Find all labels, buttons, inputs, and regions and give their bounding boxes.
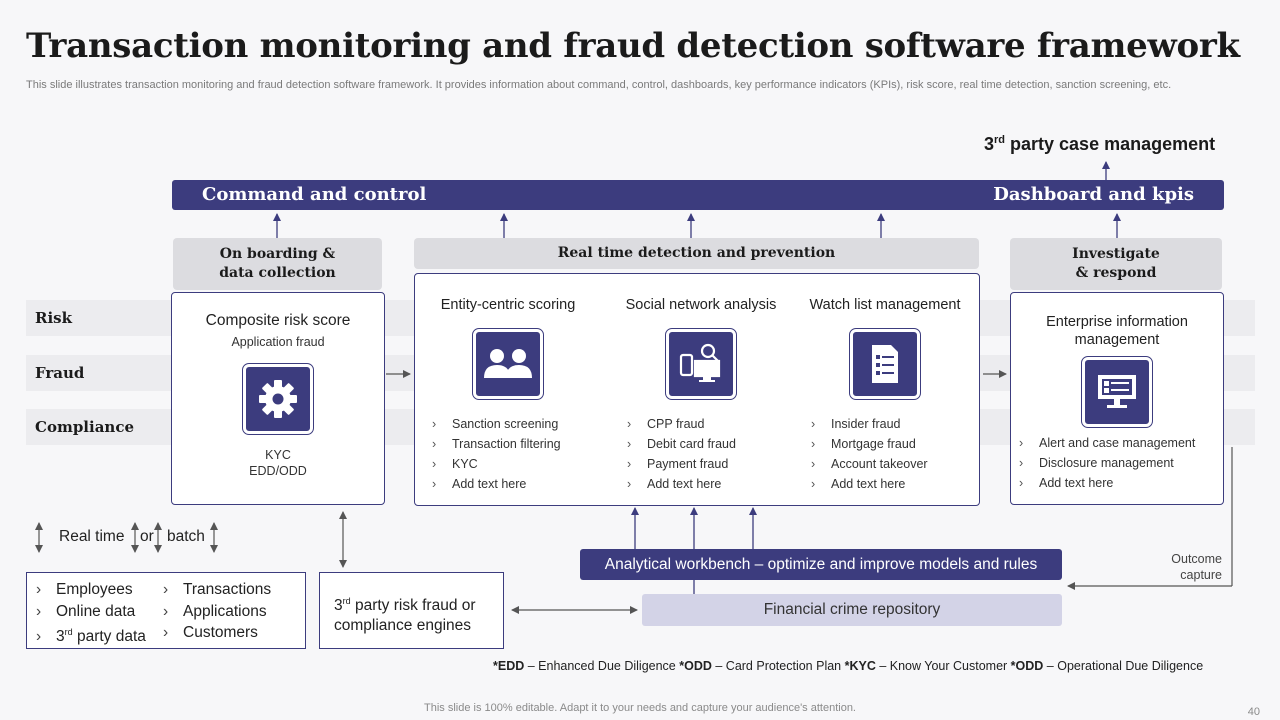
devices-search-icon	[665, 328, 737, 400]
list-item: Add text here	[627, 474, 736, 494]
dashboard-kpis-label: Dashboard and kpis	[993, 184, 1194, 205]
kyc-label: KYC	[265, 448, 291, 462]
source-sup: rd	[64, 627, 73, 637]
or-label: or	[140, 528, 154, 545]
realtime-header: Real time detection and prevention	[414, 238, 979, 269]
list-item: Employees	[36, 579, 146, 601]
case-sup: rd	[994, 134, 1006, 146]
list-item: Payment fraud	[627, 454, 736, 474]
footnote-term: *ODD	[679, 659, 712, 673]
footnote-def: – Enhanced Due Diligence	[524, 659, 680, 673]
investigate-panel: Enterprise information management Alert …	[1010, 292, 1224, 505]
risk-engines-prefix: 3	[334, 597, 343, 615]
social-network-title: Social network analysis	[625, 297, 777, 313]
list-item: Add text here	[1019, 473, 1195, 493]
watch-list-title: Watch list management	[809, 297, 961, 313]
case-text: party case management	[1005, 134, 1216, 154]
band-label-risk: Risk	[35, 309, 73, 327]
list-item: Account takeover	[811, 454, 928, 474]
list-item: Alert and case management	[1019, 433, 1195, 453]
list-item: Applications	[163, 601, 271, 623]
list-item: Add text here	[432, 474, 561, 494]
risk-engines-line2: compliance engines	[334, 617, 472, 635]
list-item: Transactions	[163, 579, 271, 601]
onboarding-header-line1: On boarding &	[219, 246, 336, 262]
risk-engines-box: 3rd party risk fraud or compliance engin…	[319, 572, 504, 649]
list-item: Online data	[36, 601, 146, 623]
list-item: Customers	[163, 622, 271, 644]
footnote-def: – Card Protection Plan	[711, 659, 845, 673]
entity-centric-title: Entity-centric scoring	[440, 297, 576, 313]
data-sources-col2: Transactions Applications Customers	[163, 579, 271, 644]
monitor-dashboard-icon	[1081, 356, 1153, 428]
band-label-compliance: Compliance	[35, 418, 135, 436]
enterprise-title-line1: Enterprise information	[1046, 314, 1188, 330]
outcome-line2: capture	[1180, 568, 1222, 582]
command-control-label: Command and control	[202, 184, 427, 205]
realtime-panel: Entity-centric scoring Sanction screenin…	[414, 273, 980, 506]
editable-footer-note: This slide is 100% editable. Adapt it to…	[424, 702, 856, 714]
outcome-capture-label: Outcome capture	[1150, 551, 1222, 583]
entity-centric-list: Sanction screening Transaction filtering…	[432, 414, 561, 494]
page-number: 40	[1247, 706, 1260, 718]
data-sources-box: Employees Online data 3rd party data Tra…	[26, 572, 306, 649]
gear-icon	[242, 363, 314, 435]
footnote-term: *ODD	[1010, 659, 1044, 673]
batch-label: batch	[167, 528, 205, 545]
risk-engines-line1: 3rd party risk fraud or	[334, 591, 503, 616]
band-label-fraud: Fraud	[35, 364, 85, 382]
watch-list-list: Insider fraud Mortgage fraud Account tak…	[811, 414, 928, 494]
case-prefix: 3	[984, 134, 995, 154]
footnote-term: *KYC	[844, 659, 876, 673]
list-item: Transaction filtering	[432, 434, 561, 454]
investigate-header-line2: & respond	[1075, 265, 1157, 281]
source-text: party data	[72, 628, 146, 646]
list-item: Sanction screening	[432, 414, 561, 434]
abbreviation-footnote: *EDD – Enhanced Due Diligence *ODD – Car…	[493, 659, 1203, 673]
footnote-term: *EDD	[493, 659, 525, 673]
footnote-def: – Know Your Customer	[875, 659, 1011, 673]
social-network-list: CPP fraud Debit card fraud Payment fraud…	[627, 414, 736, 494]
analytical-workbench-bar: Analytical workbench – optimize and impr…	[580, 549, 1062, 580]
source-text: Online data	[56, 602, 136, 620]
list-item: Mortgage fraud	[811, 434, 928, 454]
enterprise-info-title: Enterprise information management	[1011, 313, 1223, 349]
onboarding-header: On boarding & data collection	[173, 238, 382, 290]
source-text: Employees	[56, 581, 133, 598]
financial-crime-repository: Financial crime repository	[642, 594, 1062, 626]
enterprise-title-line2: management	[1074, 332, 1160, 348]
real-time-label: Real time	[59, 528, 125, 545]
onboarding-header-line2: data collection	[219, 265, 336, 281]
command-dashboard-bar: Command and control Dashboard and kpis	[172, 180, 1224, 210]
page-title: Transaction monitoring and fraud detecti…	[26, 26, 1240, 66]
onboarding-panel: Composite risk score Application fraud K…	[171, 292, 385, 505]
third-party-case-label: 3rd party case management	[984, 134, 1215, 155]
application-fraud: Application fraud	[231, 335, 325, 349]
composite-risk-score: Composite risk score	[205, 312, 351, 329]
list-item: 3rd party data	[36, 622, 146, 646]
list-item: CPP fraud	[627, 414, 736, 434]
list-item: Add text here	[811, 474, 928, 494]
risk-engines-text: party risk fraud or	[350, 597, 476, 615]
list-item: Insider fraud	[811, 414, 928, 434]
investigate-header: Investigate & respond	[1010, 238, 1222, 290]
outcome-line1: Outcome	[1171, 552, 1222, 566]
investigate-header-line1: Investigate	[1072, 246, 1160, 262]
list-item: Debit card fraud	[627, 434, 736, 454]
people-icon	[472, 328, 544, 400]
data-sources-col1: Employees Online data 3rd party data	[36, 579, 146, 646]
edd-odd-label: EDD/ODD	[249, 464, 307, 478]
page-subtitle: This slide illustrates transaction monit…	[26, 79, 1172, 91]
risk-engines-sup: rd	[342, 596, 351, 606]
investigate-list: Alert and case management Disclosure man…	[1019, 433, 1195, 493]
list-item: KYC	[432, 454, 561, 474]
footnote-def: – Operational Due Diligence	[1043, 659, 1204, 673]
list-item: Disclosure management	[1019, 453, 1195, 473]
source-text: 3	[56, 628, 65, 646]
checklist-icon	[849, 328, 921, 400]
